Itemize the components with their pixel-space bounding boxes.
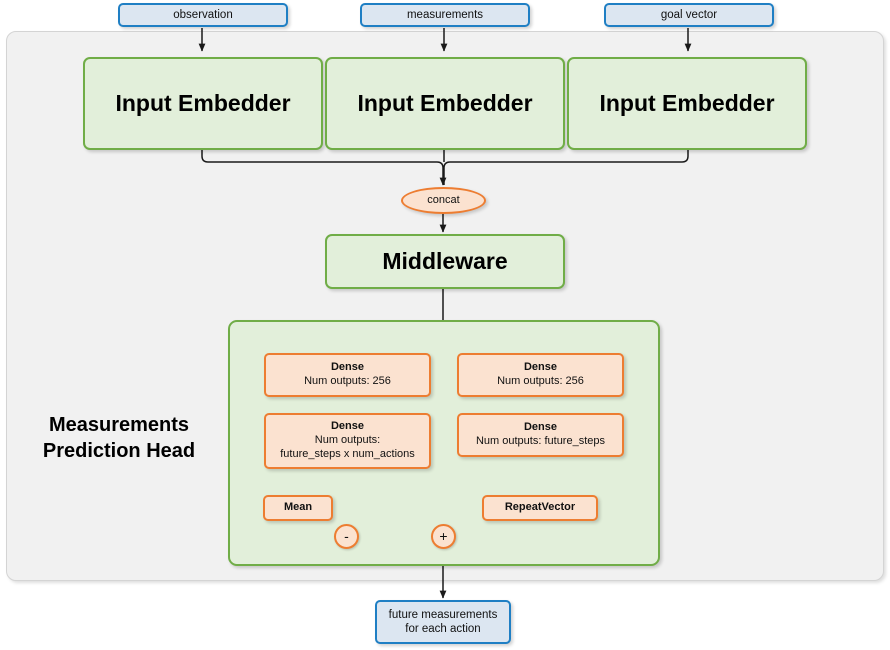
subtract-operator[interactable]: - — [334, 524, 359, 549]
input-goal-vector[interactable]: goal vector — [604, 3, 774, 27]
add-operator-label: + — [439, 527, 448, 544]
input-embedder-3-label: Input Embedder — [599, 90, 775, 117]
input-embedder-2[interactable]: Input Embedder — [325, 57, 565, 150]
input-observation-label: observation — [173, 8, 233, 21]
middleware-label: Middleware — [382, 248, 508, 275]
right-dense-256[interactable]: Dense Num outputs: 256 — [457, 353, 624, 397]
output-future-measurements[interactable]: future measurements for each action — [375, 600, 511, 644]
right-dense-2-title: Dense — [523, 421, 558, 434]
subtract-operator-label: - — [344, 527, 349, 544]
input-embedder-1-label: Input Embedder — [115, 90, 291, 117]
concat-label: concat — [427, 193, 460, 206]
right-dense-256-title: Dense — [523, 361, 558, 374]
input-embedder-1[interactable]: Input Embedder — [83, 57, 323, 150]
middleware-block[interactable]: Middleware — [325, 234, 565, 289]
input-goal-vector-label: goal vector — [660, 8, 718, 21]
input-observation[interactable]: observation — [118, 3, 288, 27]
left-dense-2-outputs-line1: Num outputs: — [314, 434, 381, 447]
repeatvector-label: RepeatVector — [504, 501, 576, 514]
mean-label: Mean — [283, 501, 313, 514]
output-label: future measurements for each action — [388, 608, 498, 635]
input-measurements[interactable]: measurements — [360, 3, 530, 27]
input-embedder-2-label: Input Embedder — [357, 90, 533, 117]
left-dense-2-outputs-line2: future_steps x num_actions — [280, 447, 415, 460]
left-dense-256-outputs: Num outputs: 256 — [304, 375, 391, 387]
input-embedder-3[interactable]: Input Embedder — [567, 57, 807, 150]
input-measurements-label: measurements — [406, 8, 484, 21]
left-dense-256-title: Dense — [330, 361, 365, 374]
left-dense-2-title: Dense — [330, 420, 365, 433]
mean-block[interactable]: Mean — [263, 495, 333, 521]
right-dense-2-outputs: Num outputs: future_steps — [475, 435, 605, 447]
concat-node[interactable]: concat — [401, 187, 486, 214]
right-dense-future-steps[interactable]: Dense Num outputs: future_steps — [457, 413, 624, 457]
left-dense-future-steps-num-actions[interactable]: Dense Num outputs: future_steps x num_ac… — [264, 413, 431, 469]
add-operator[interactable]: + — [431, 524, 456, 549]
left-dense-256[interactable]: Dense Num outputs: 256 — [264, 353, 431, 397]
measurements-prediction-head-title: Measurements Prediction Head — [42, 414, 196, 462]
right-dense-256-outputs: Num outputs: 256 — [497, 375, 584, 387]
repeatvector-block[interactable]: RepeatVector — [482, 495, 598, 521]
